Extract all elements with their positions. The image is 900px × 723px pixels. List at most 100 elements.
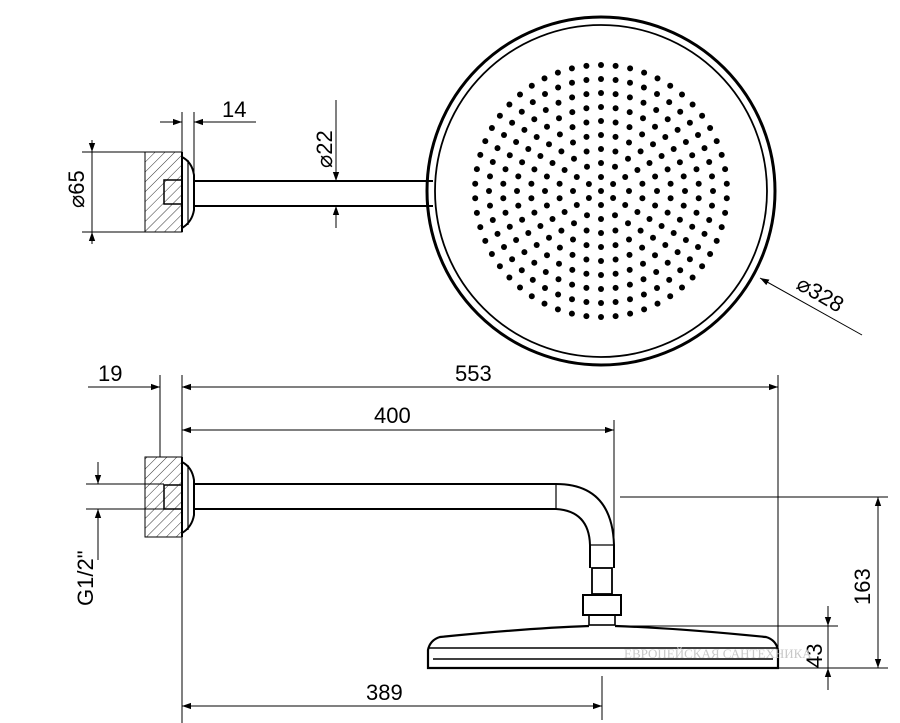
nozzle-dot [568, 65, 575, 72]
nozzle-dot [682, 237, 689, 243]
nozzle-dot [626, 281, 633, 288]
nozzle-dot [695, 180, 702, 187]
nozzle-dot [701, 145, 708, 152]
nozzle-dot [612, 242, 619, 249]
nozzle-dot [637, 227, 644, 234]
dim-head-height: 43 [802, 644, 827, 668]
nozzle-dot [598, 286, 604, 292]
nozzle-dot [699, 263, 706, 270]
nozzle-dot [652, 202, 659, 209]
nozzle-dot [701, 230, 708, 237]
nozzle-dot [612, 77, 619, 83]
nozzle-dot [558, 148, 565, 155]
nozzle-dot [542, 285, 548, 291]
nozzle-dot [518, 108, 525, 115]
nozzle-dot [650, 234, 656, 241]
nozzle-dot [598, 160, 604, 166]
nozzle-dot [561, 167, 568, 173]
nozzle-dot [556, 115, 562, 122]
nozzle-dot [707, 251, 714, 257]
nozzle-dot [533, 242, 540, 248]
nozzle-dot [556, 180, 563, 187]
nozzle-dot [709, 173, 715, 180]
nozzle-dot [515, 173, 522, 180]
nozzle-dot [473, 166, 480, 173]
nozzle-dot [583, 242, 590, 249]
nozzle-dot [695, 132, 701, 138]
nozzle-dot [626, 139, 632, 146]
nozzle-dot [664, 116, 671, 123]
nozzle-dot [528, 180, 535, 187]
nozzle-dot [598, 76, 604, 82]
nozzle-dot [626, 266, 633, 273]
nozzle-dot [666, 276, 673, 283]
nozzle-dot [569, 109, 576, 116]
nozzle-dot [612, 133, 619, 140]
nozzle-dot [646, 216, 653, 222]
nozzle-dot [477, 224, 484, 231]
nozzle-dot [542, 188, 548, 194]
nozzle-dot [570, 236, 576, 243]
nozzle-dot [666, 99, 673, 106]
nozzle-dot [531, 166, 538, 173]
dim-head-center-projection: 389 [366, 680, 403, 705]
nozzle-dot [569, 124, 576, 131]
nozzle-dot [486, 188, 492, 194]
nozzle-dot [556, 244, 563, 251]
nozzle-dot [612, 284, 619, 291]
nozzle-dot [501, 244, 507, 250]
nozzle-dot [598, 300, 604, 306]
nozzle-dot [583, 133, 590, 140]
nozzle-dot [506, 223, 513, 230]
nozzle-dot [584, 212, 590, 219]
nozzle-dot [555, 84, 562, 91]
dim-thread: G1/2" [73, 550, 98, 606]
nozzle-dot [513, 237, 520, 243]
nozzle-dot [598, 90, 604, 96]
nozzle-dot [654, 188, 660, 194]
nozzle-dot [482, 237, 489, 244]
nozzle-dot [544, 252, 550, 259]
nozzle-dot [682, 139, 689, 145]
nozzle-dot [488, 125, 495, 131]
nozzle-dot [679, 91, 685, 98]
nozzle-dot [509, 119, 516, 126]
nozzle-dot [513, 139, 520, 145]
nozzle-dot [664, 209, 671, 216]
nozzle-dot [598, 188, 604, 194]
nozzle-dot [653, 107, 660, 113]
nozzle-dot [584, 163, 590, 170]
nozzle-dot [598, 244, 604, 250]
nozzle-dot [612, 119, 619, 126]
nozzle-dot [612, 212, 618, 219]
dim-flange-diameter: ⌀65 [64, 170, 89, 208]
nozzle-dot [695, 195, 702, 202]
side-head-profile [426, 624, 780, 670]
nozzle-dot [626, 188, 632, 194]
nozzle-dot [686, 256, 693, 263]
nozzle-dot [521, 126, 528, 133]
nozzle-dot [541, 300, 548, 307]
nozzle-dot [709, 202, 715, 209]
nozzle-dot [573, 202, 580, 208]
nozzle-dot [722, 209, 729, 216]
nozzle-dot [555, 276, 562, 283]
nozzle-dot [679, 284, 685, 291]
nozzle-dot [496, 112, 503, 119]
nozzle-dot [571, 220, 577, 227]
nozzle-dot [723, 180, 730, 187]
nozzle-dot [598, 202, 604, 208]
nozzle-dot [640, 291, 647, 298]
nozzle-dot [639, 131, 646, 138]
nozzle-dot [487, 202, 493, 209]
nozzle-dot [612, 313, 619, 320]
nozzle-dot [598, 174, 604, 180]
nozzle-dot [502, 209, 509, 216]
nozzle-dot [518, 267, 525, 274]
nozzle-dot [556, 131, 563, 138]
nozzle-dot [610, 195, 617, 201]
nozzle-dot [612, 163, 618, 170]
nozzle-dot [627, 296, 633, 303]
nozzle-dot [569, 281, 576, 288]
nozzle-dot [612, 148, 619, 155]
